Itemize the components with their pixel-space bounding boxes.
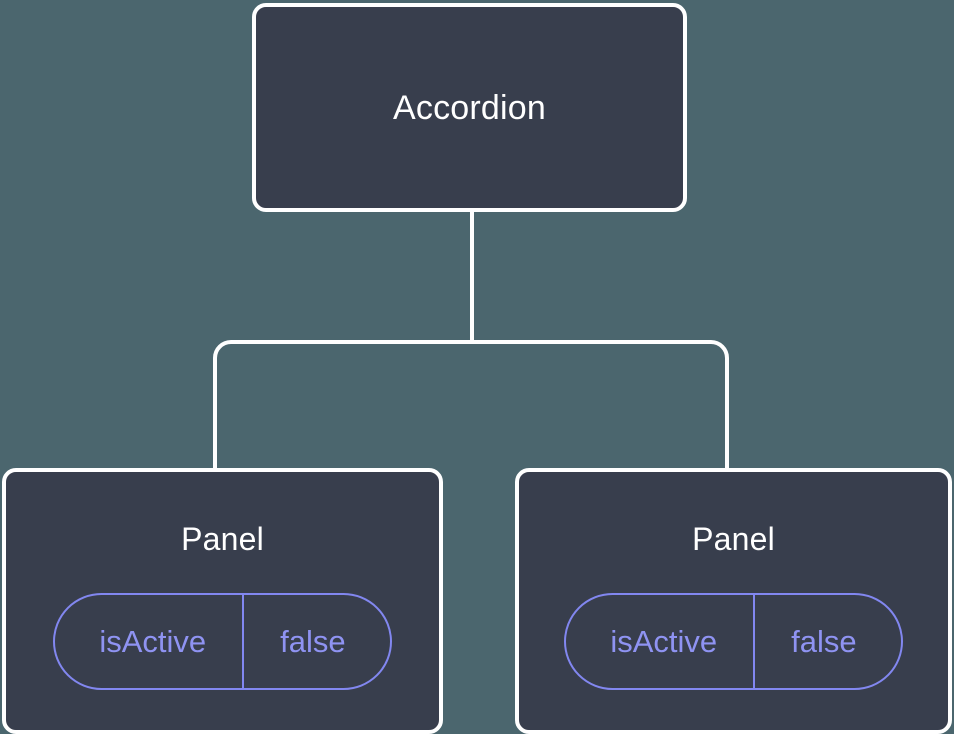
prop-pill-panel-1[interactable]: isActive false (53, 593, 392, 690)
node-accordion-label: Accordion (393, 88, 546, 127)
node-panel-1-label: Panel (181, 521, 264, 557)
prop-pill-panel-2[interactable]: isActive false (564, 593, 903, 690)
edge-to-panel-1 (213, 340, 472, 470)
node-panel-2[interactable]: Panel isActive false (515, 468, 952, 734)
prop-key-isactive: isActive (99, 623, 207, 659)
edge-to-panel-2 (472, 340, 729, 470)
node-panel-2-label: Panel (692, 521, 775, 557)
prop-value-isactive: false (242, 595, 389, 688)
prop-value-isactive: false (753, 595, 900, 688)
node-panel-1[interactable]: Panel isActive false (2, 468, 443, 734)
node-accordion[interactable]: Accordion (252, 3, 687, 212)
prop-key-isactive: isActive (610, 623, 718, 659)
